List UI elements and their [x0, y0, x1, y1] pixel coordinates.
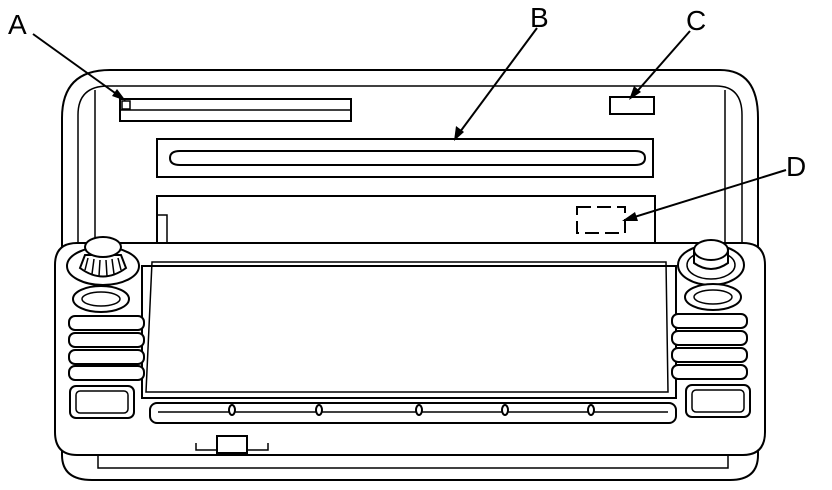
- bottom-tray: [97, 455, 729, 469]
- left-oval-button-inner: [81, 291, 121, 307]
- eject-button: [609, 96, 655, 115]
- callout-a: A: [8, 9, 27, 40]
- card-slot: [119, 98, 352, 122]
- right-oval-button-inner: [693, 289, 733, 305]
- disc-slot: [156, 138, 654, 178]
- bottom-latch: [195, 435, 269, 454]
- callout-b: B: [530, 2, 549, 33]
- tune-knob-icon: [677, 239, 745, 286]
- leader-c: [632, 30, 691, 97]
- leader-b-arrow: [454, 126, 464, 141]
- callout-c: C: [686, 5, 706, 36]
- leader-a-arrow: [112, 89, 126, 101]
- right-square-button: [685, 384, 751, 418]
- lower-opening: [156, 195, 656, 244]
- leader-c-arrow: [629, 86, 641, 100]
- right-preset-buttons: [671, 313, 748, 380]
- bottom-slider-strip: [149, 402, 677, 424]
- indicator-outline: [576, 206, 626, 234]
- callout-d: D: [786, 151, 806, 182]
- leader-d: [627, 169, 787, 220]
- display-screen: [141, 261, 677, 399]
- leader-a: [32, 33, 123, 99]
- left-square-button: [69, 385, 135, 419]
- right-oval-button: [684, 283, 742, 311]
- leader-d-arrow: [622, 212, 638, 221]
- left-oval-button: [72, 285, 130, 313]
- outer-bezel: [61, 69, 759, 481]
- left-preset-buttons: [68, 315, 145, 381]
- leader-b: [456, 27, 538, 137]
- volume-knob-icon: [66, 236, 140, 286]
